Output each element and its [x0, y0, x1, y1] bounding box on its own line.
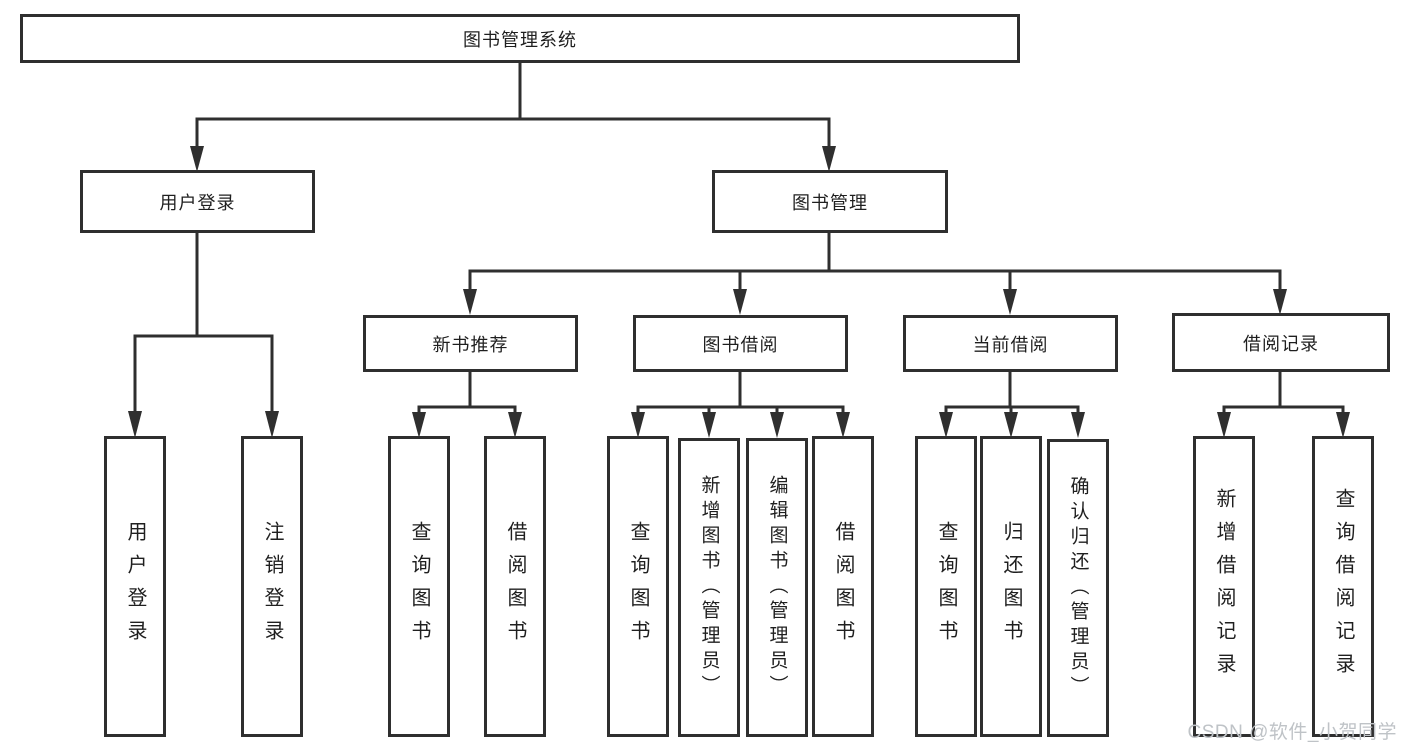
leaf-borrow-book-recommend: 借阅图书: [484, 436, 546, 737]
connector-user-login-group: [133, 229, 274, 415]
connector-book-borrow-group: [636, 368, 845, 416]
leaf-query-book-borrow-label: 查询图书: [627, 520, 649, 653]
node-book-borrow: 图书借阅: [633, 315, 848, 372]
node-user-login: 用户登录: [80, 170, 315, 233]
connector-current-borrow-group: [944, 368, 1080, 416]
csdn-watermark: CSDN @软件_小贺同学: [1187, 722, 1397, 743]
leaf-borrow-book-label: 借阅图书: [832, 520, 854, 653]
node-borrow-record-label: 借阅记录: [1243, 333, 1319, 354]
node-user-login-label: 用户登录: [159, 192, 236, 213]
node-book-management-label: 图书管理: [792, 192, 868, 213]
leaf-query-book-recommend-label: 查询图书: [408, 520, 430, 653]
leaf-query-book-current-label: 查询图书: [935, 520, 957, 653]
leaf-borrow-book: 借阅图书: [812, 436, 874, 737]
leaf-add-borrow-record: 新增借阅记录: [1193, 436, 1255, 737]
leaf-confirm-return-admin: 确认归还（管理员）: [1047, 439, 1109, 737]
leaf-add-borrow-record-label: 新增借阅记录: [1213, 487, 1235, 686]
leaf-edit-book-admin-label: 编辑图书（管理员）: [766, 475, 788, 700]
leaf-query-borrow-record-label: 查询借阅记录: [1332, 487, 1354, 686]
connector-borrow-record-group: [1222, 368, 1345, 416]
leaf-borrow-book-recommend-label: 借阅图书: [504, 520, 526, 653]
leaf-user-login: 用户登录: [104, 436, 166, 737]
node-new-book-recommend-label: 新书推荐: [432, 334, 509, 355]
leaf-confirm-return-admin-label: 确认归还（管理员）: [1067, 475, 1089, 701]
leaf-add-book-admin-label: 新增图书（管理员）: [698, 475, 720, 700]
node-root: 图书管理系统: [20, 14, 1020, 63]
leaf-logout-label: 注销登录: [261, 520, 283, 653]
leaf-edit-book-admin: 编辑图书（管理员）: [746, 438, 808, 737]
node-book-management: 图书管理: [712, 170, 948, 233]
node-book-borrow-label: 图书借阅: [702, 334, 779, 355]
node-current-borrow: 当前借阅: [903, 315, 1118, 372]
leaf-return-book: 归还图书: [980, 436, 1042, 737]
leaf-query-book-current: 查询图书: [915, 436, 977, 737]
node-borrow-record: 借阅记录: [1172, 313, 1390, 372]
node-current-borrow-label: 当前借阅: [972, 334, 1049, 355]
leaf-add-book-admin: 新增图书（管理员）: [678, 438, 740, 737]
leaf-return-book-label: 归还图书: [1000, 520, 1022, 653]
leaf-query-book-borrow: 查询图书: [607, 436, 669, 737]
connector-book-management-group: [468, 229, 1282, 293]
leaf-query-book-recommend: 查询图书: [388, 436, 450, 737]
connector-new-book-recommend-group: [417, 368, 517, 416]
leaf-query-borrow-record: 查询借阅记录: [1312, 436, 1374, 737]
connector-root-to-level2: [195, 61, 831, 150]
node-new-book-recommend: 新书推荐: [363, 315, 578, 372]
leaf-user-login-label: 用户登录: [124, 520, 146, 653]
node-root-label: 图书管理系统: [463, 29, 577, 50]
leaf-logout: 注销登录: [241, 436, 303, 737]
